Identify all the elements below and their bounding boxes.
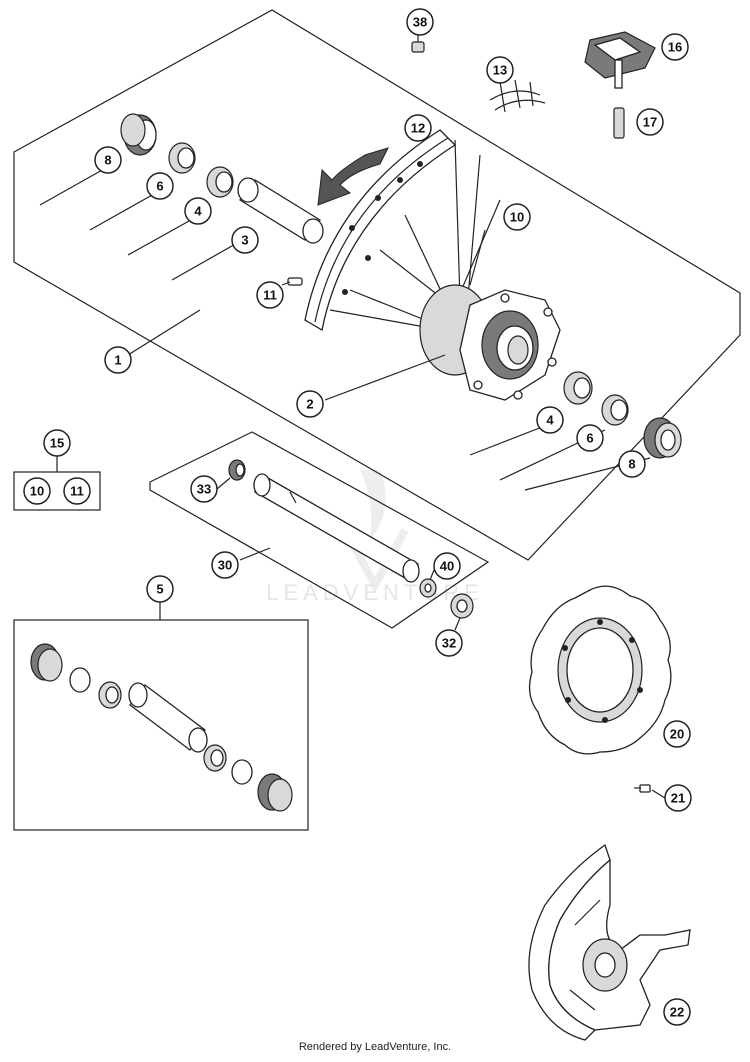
- callout-21: 21: [664, 784, 692, 812]
- svg-text:1: 1: [114, 353, 121, 368]
- callout-11: 11: [256, 281, 284, 309]
- seal-8-left: [120, 113, 157, 156]
- callout-33: 33: [190, 475, 218, 503]
- svg-text:30: 30: [218, 558, 232, 573]
- kit-5-contents: [30, 643, 293, 812]
- svg-text:2: 2: [306, 397, 313, 412]
- spacer-3: [237, 177, 324, 244]
- hub: [419, 284, 561, 401]
- disc-guard-22: [528, 843, 691, 1041]
- rotation-arrow: [317, 147, 389, 206]
- axle-30: [253, 473, 420, 583]
- callout-40: 40: [433, 552, 461, 580]
- callout-4-right: 4: [536, 406, 564, 434]
- callout-4-left: 4: [184, 197, 212, 225]
- svg-text:40: 40: [440, 559, 454, 574]
- callout-12: 12: [404, 114, 432, 142]
- svg-text:6: 6: [586, 431, 593, 446]
- callout-15: 15: [43, 429, 71, 457]
- callout-30: 30: [211, 551, 239, 579]
- callout-3: 3: [231, 226, 259, 254]
- bolt-32: [450, 593, 474, 619]
- svg-text:16: 16: [668, 40, 682, 55]
- callout-15-10: 10: [23, 477, 51, 505]
- screw-21: [634, 784, 651, 793]
- svg-text:8: 8: [104, 153, 111, 168]
- valve-17: [613, 107, 625, 139]
- svg-text:3: 3: [241, 233, 248, 248]
- callout-5: 5: [146, 575, 174, 603]
- bearing-kit-outline: [13, 619, 309, 831]
- callout-32: 32: [435, 629, 463, 657]
- svg-text:22: 22: [670, 1005, 684, 1020]
- svg-text:15: 15: [50, 436, 64, 451]
- nipple-11: [281, 277, 303, 286]
- svg-text:4: 4: [546, 413, 554, 428]
- svg-text:11: 11: [70, 484, 84, 499]
- callout-38: 38: [406, 8, 434, 36]
- nut-33: [228, 459, 246, 481]
- ring-6-left: [168, 142, 196, 174]
- svg-text:8: 8: [628, 457, 635, 472]
- callout-22: 22: [663, 998, 691, 1026]
- svg-text:12: 12: [411, 121, 425, 136]
- svg-text:17: 17: [643, 115, 657, 130]
- rim-tape-13: [489, 79, 546, 113]
- callout-13: 13: [486, 56, 514, 84]
- svg-text:10: 10: [510, 210, 524, 225]
- bearing-4-right: [563, 371, 593, 405]
- seal-8-right: [643, 417, 682, 459]
- callout-10: 10: [503, 203, 531, 231]
- svg-text:33: 33: [197, 482, 211, 497]
- svg-text:20: 20: [670, 727, 684, 742]
- svg-text:5: 5: [156, 582, 163, 597]
- svg-text:32: 32: [442, 636, 456, 651]
- callout-2: 2: [296, 390, 324, 418]
- assembly-outline-1: [13, 9, 741, 561]
- footer-credit: Rendered by LeadVenture, Inc.: [298, 1041, 452, 1053]
- callout-17: 17: [636, 108, 664, 136]
- svg-text:10: 10: [30, 484, 44, 499]
- watermark: LEADVENTURE: [266, 470, 484, 605]
- callout-15-11: 11: [63, 477, 91, 505]
- callout-6-right: 6: [576, 424, 604, 452]
- svg-text:6: 6: [156, 179, 163, 194]
- callout-8-right: 8: [618, 450, 646, 478]
- wheel-rim: [304, 129, 457, 332]
- brake-disc-20: [528, 585, 672, 755]
- svg-text:21: 21: [671, 791, 685, 806]
- svg-text:4: 4: [194, 204, 202, 219]
- valve-cap-38: [411, 41, 425, 53]
- tire-lock-16: [584, 31, 656, 89]
- svg-text:11: 11: [263, 288, 277, 303]
- ring-6-right: [601, 394, 629, 426]
- watermark-text: LEADVENTURE: [266, 580, 484, 605]
- callout-6-left: 6: [146, 172, 174, 200]
- bearing-4-left: [206, 166, 234, 198]
- callout-8-left: 8: [94, 146, 122, 174]
- callout-16: 16: [661, 33, 689, 61]
- callout-1: 1: [104, 346, 132, 374]
- callout-20: 20: [663, 720, 691, 748]
- washer-40: [419, 578, 437, 598]
- axle-kit-outline: [149, 431, 490, 629]
- svg-text:38: 38: [413, 15, 427, 30]
- svg-text:13: 13: [493, 63, 507, 78]
